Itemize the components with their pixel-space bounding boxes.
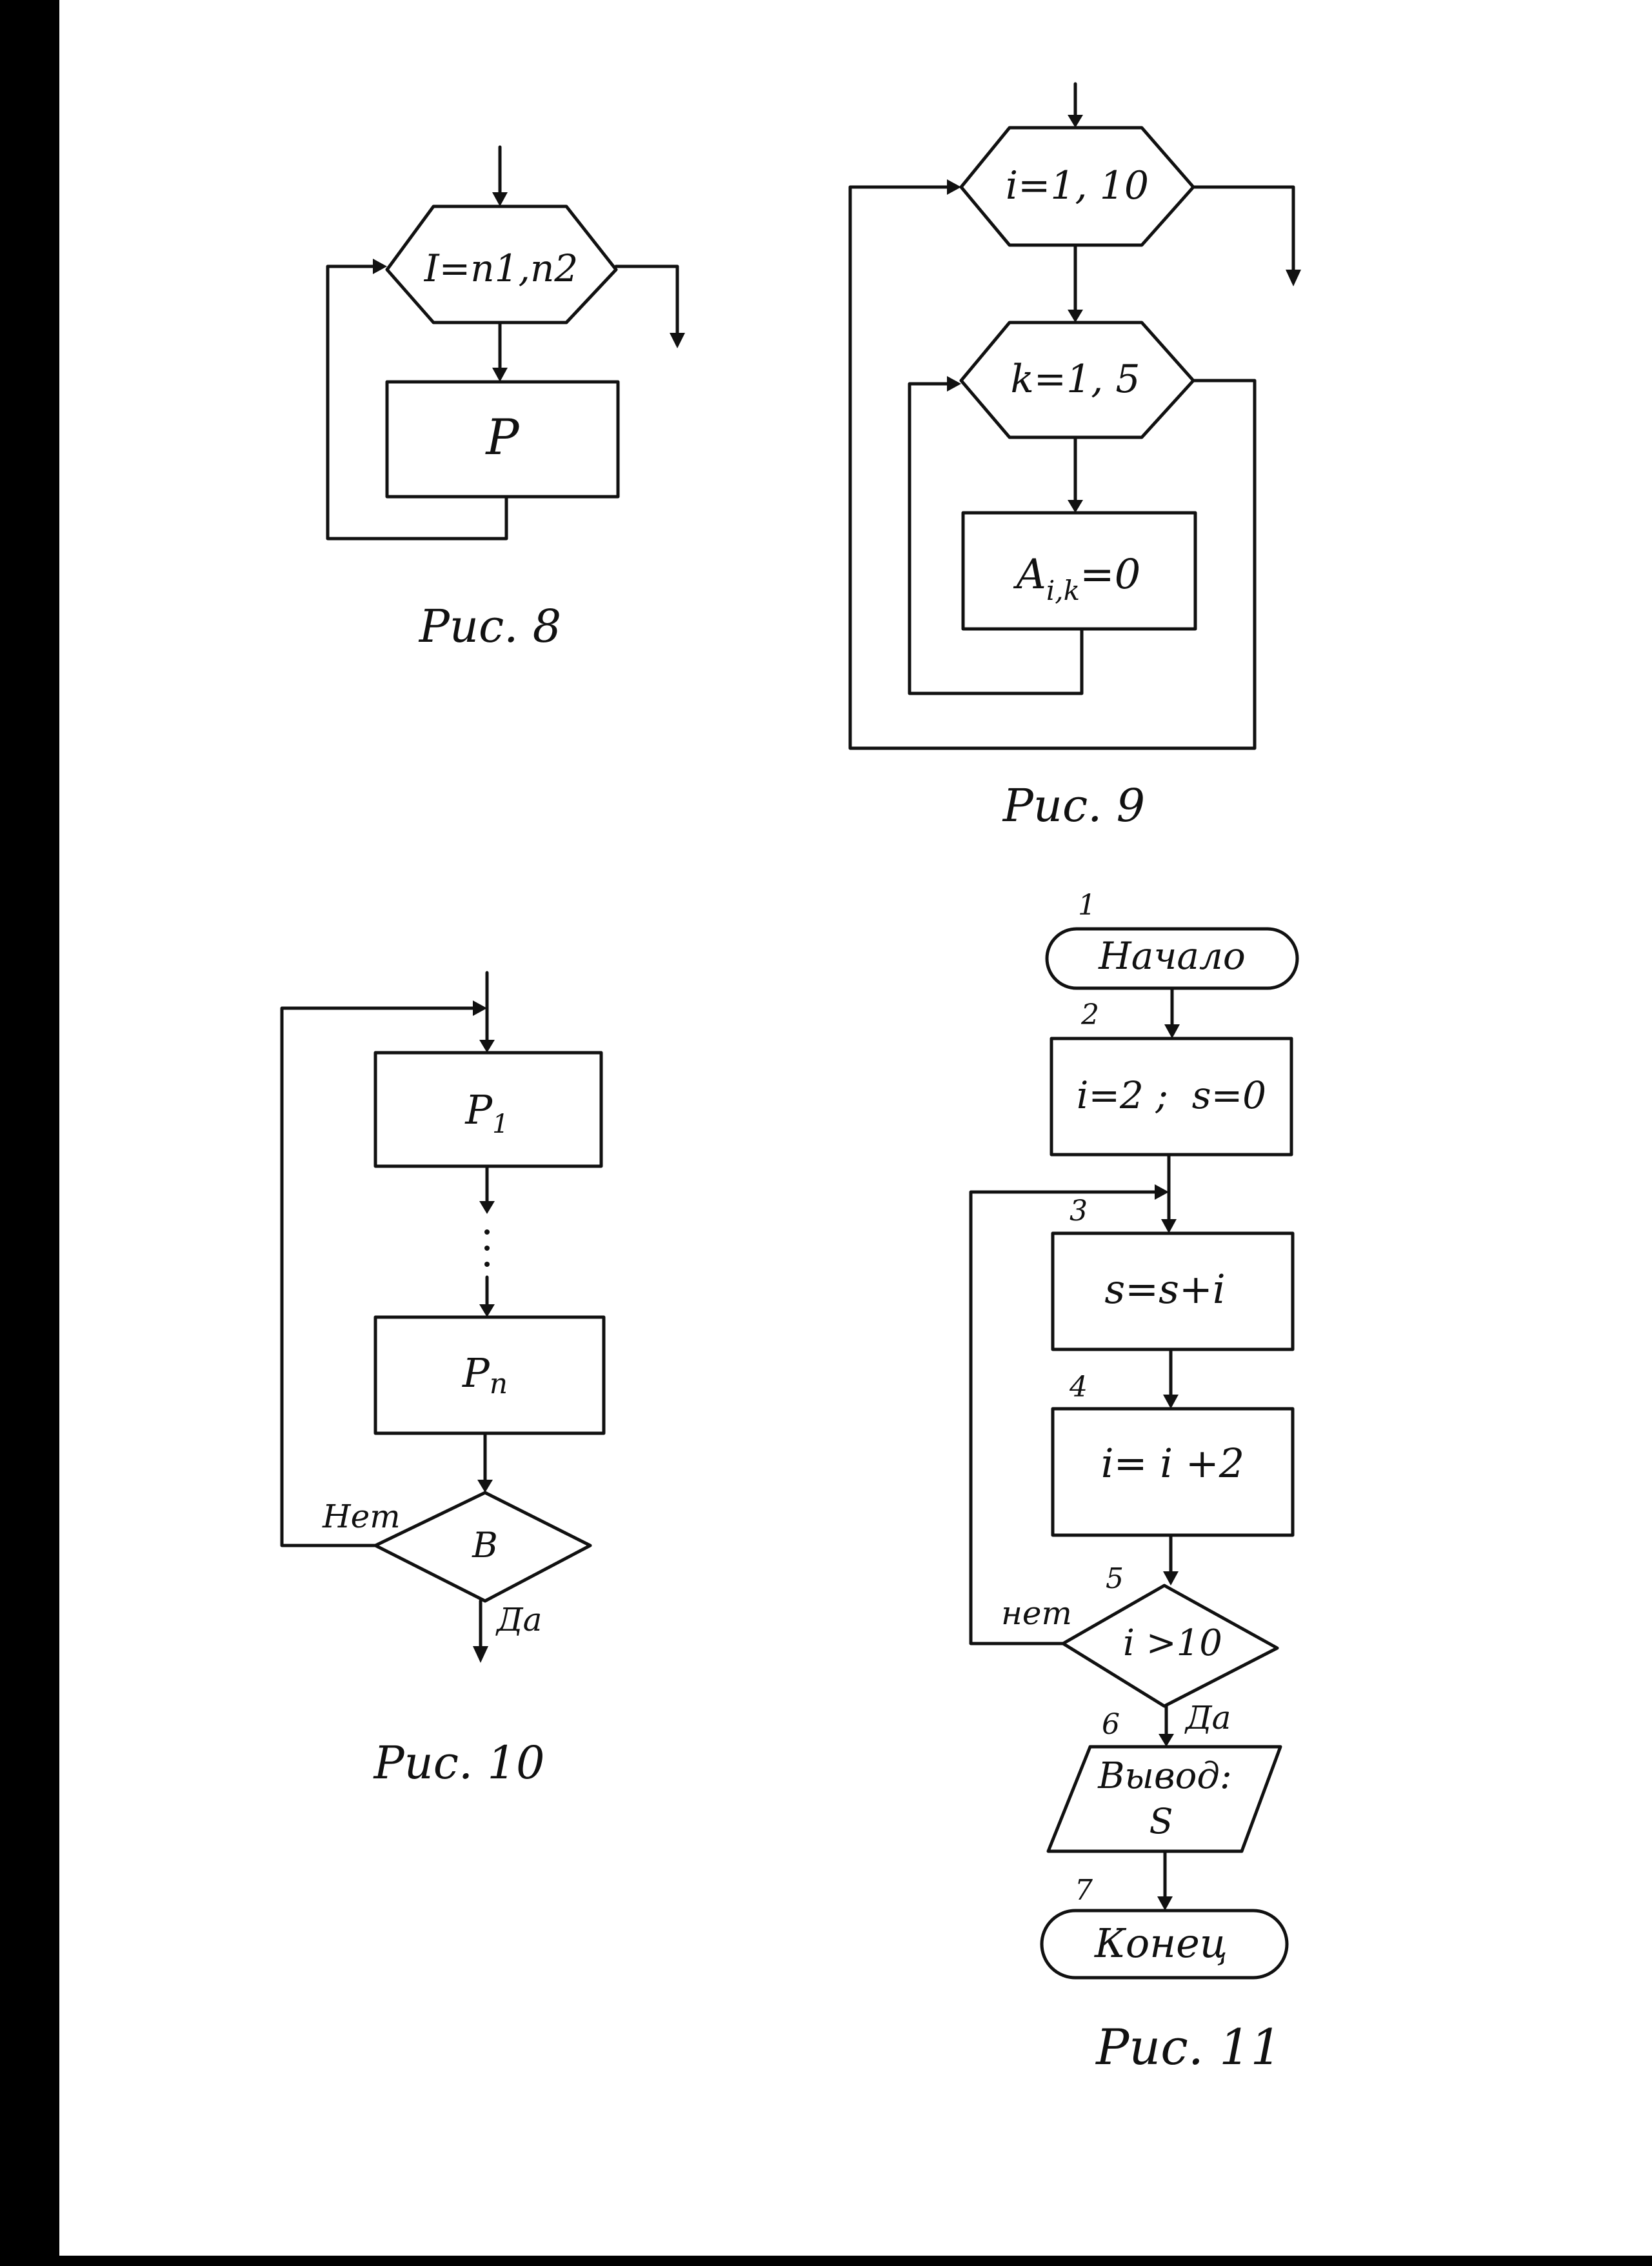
fig10-block-pn-label: Pn [462,1349,508,1400]
fig8-return-line [326,264,508,541]
bottom-margin-line [0,2256,1652,2266]
fig8-exit-line [614,264,679,337]
fig11-increment-block [1051,1407,1295,1537]
fig11-block2-number: 2 [1080,999,1099,1031]
fig11-block1-number: 1 [1078,889,1096,922]
fig9-exit-arrowhead [1286,270,1301,286]
figure-10: P1 Pn B Нет Да Рис. 10 [280,971,606,1789]
fig11-no-return-line [969,1190,1160,1645]
fig9-inner-return-line [908,382,1084,695]
fig11-1-2-arrowhead [1164,1024,1180,1039]
fig8-down-arrowhead [492,368,508,382]
left-margin-band [0,0,59,2266]
fig9-outer-return-arrowhead [947,179,961,195]
fig11-yes-label: Да [1184,1699,1231,1736]
fig10-yes-arrowhead [473,1646,488,1663]
fig10-block-p1-label: P1 [464,1086,508,1139]
fig11-4-5-arrowhead [1163,1571,1179,1585]
fig11-init-label: i=2 ; s=0 [1077,1073,1266,1117]
fig11-3-4-arrowhead [1163,1395,1179,1409]
fig9-caption: Рис. 9 [1002,779,1145,832]
figure-8: I=n1,n2 P Рис. 8 [326,145,685,653]
fig11-sum-label: s=s+i [1104,1266,1225,1313]
fig11-no-label: нет [1001,1595,1072,1632]
fig8-caption: Рис. 8 [418,600,561,653]
fig11-block3-number: 3 [1070,1195,1088,1227]
fig8-loop-label: I=n1,n2 [424,246,578,290]
fig11-end-terminator [1040,1909,1289,1980]
fig10-to-pn-arrowhead [479,1304,495,1317]
fig10-caption: Рис. 10 [373,1736,545,1789]
fig10-pn-down-arrowhead [477,1480,493,1493]
fig11-output-parallelogram [1046,1745,1282,1853]
fig11-block6-number: 6 [1102,1708,1120,1741]
fig9-entry-arrowhead [1068,115,1083,128]
fig11-6-7-arrowhead [1157,1896,1173,1911]
fig10-p1-down-arrowhead [479,1201,495,1214]
fig11-decision-label: i >10 [1123,1622,1222,1664]
fig8-return-arrowhead [373,259,387,274]
fig11-output-value: S [1149,1801,1173,1842]
fig10-block-p1 [373,1051,603,1168]
fig9-body-block [961,511,1197,631]
fig8-exit-arrowhead [670,333,685,348]
fig10-condition-diamond [373,1491,592,1603]
fig10-no-return-arrowhead [473,1000,487,1016]
fig9-inner-to-body-arrowhead [1068,500,1083,513]
fig11-no-return-arrowhead [1155,1184,1169,1200]
fig10-ellipsis-dots [484,1229,490,1267]
fig11-caption: Рис. 11 [1095,2018,1282,2076]
fig11-decision-diamond [1061,1584,1279,1708]
fig9-exit-line [1191,185,1295,273]
fig8-body-label: P [484,408,520,466]
fig11-block5-number: 5 [1106,1562,1124,1595]
fig10-no-label: Нет [322,1498,401,1535]
fig9-outer-to-inner-arrowhead [1068,310,1083,323]
fig8-loop-hexagon [385,204,618,324]
fig11-output-label: Вывод: [1097,1755,1231,1797]
fig11-end-label: Конец [1094,1920,1228,1967]
fig11-block7-number: 7 [1075,1874,1093,1907]
fig8-entry-arrowhead [492,192,508,206]
fig11-init-block [1050,1037,1293,1157]
fig11-2-3-arrowhead [1161,1219,1177,1233]
fig10-condition-label: B [472,1525,498,1565]
fig10-block-pn [373,1315,606,1435]
fig11-block4-number: 4 [1069,1371,1088,1404]
fig9-inner-loop-label: k=1, 5 [1010,357,1140,402]
figure-11: 1 Начало 2 i=2 ; s=0 3 s=s+i 4 i= i +2 5… [969,889,1299,2076]
fig10-entry-arrowhead [479,1040,495,1053]
fig8-body-block [385,380,620,499]
fig11-yes-arrowhead [1159,1734,1174,1747]
fig10-yes-label: Да [495,1601,542,1638]
fig9-outer-loop-label: i=1, 10 [1006,163,1149,208]
fig11-start-label: Начало [1098,934,1246,978]
fig11-increment-label: i= i +2 [1101,1440,1244,1487]
fig9-body-label: Ai,k=0 [1013,551,1141,606]
figure-9: i=1, 10 k=1, 5 Ai,k=0 Рис. 9 [848,82,1301,832]
fig10-no-return-line [280,1006,478,1547]
fig9-outer-return-line [848,185,1257,750]
fig9-inner-return-arrowhead [947,376,961,392]
fig11-sum-block [1051,1231,1295,1351]
